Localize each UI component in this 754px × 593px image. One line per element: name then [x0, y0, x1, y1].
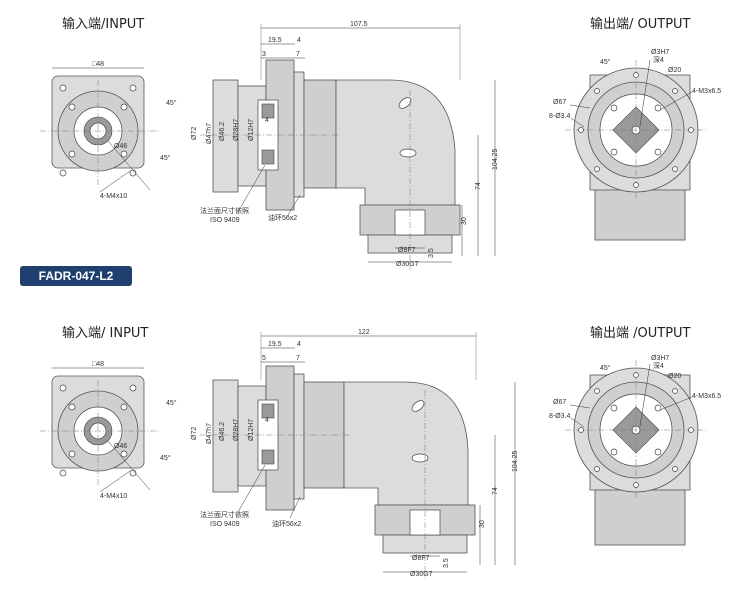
dim-out-d3-depth: 深4: [653, 55, 664, 64]
dim-dia72: Ø72: [191, 127, 198, 140]
dim-out-holes: 8-Ø3.4: [549, 413, 571, 420]
dim-dia47: Ø47h7: [206, 123, 213, 144]
drawing-panel-1: 输入端/INPUT 输出端/ OUTPUT □48 Ø46 45° 45° 4-…: [0, 0, 754, 290]
dim-19-5: 19.5: [268, 37, 282, 44]
dim-v4: 4: [265, 117, 269, 124]
input-end-view: □48 Ø46 45° 45° 4-M4x10: [40, 61, 177, 200]
dim-dia30: Ø30G7: [396, 261, 419, 268]
dim-dia46: Ø46.2: [219, 422, 226, 441]
dim-angle-1: 45°: [166, 399, 177, 407]
dim-3-5: 3.5: [443, 558, 450, 568]
dim-3-5: 3.5: [428, 248, 435, 258]
dim-pcd: Ø46: [114, 143, 127, 150]
dim-out-d67: Ø67: [553, 399, 566, 406]
output-view-title: 输出端/ OUTPUT: [590, 17, 691, 32]
dim-out-m3: 4-M3x6.5: [692, 88, 721, 95]
dim-out-d20: Ø20: [668, 373, 681, 380]
dim-104-25: 104.25: [512, 450, 519, 472]
dim-dia72: Ø72: [191, 427, 198, 440]
dim-dia8: Ø8F7: [412, 555, 430, 562]
input-view-title: 输入端/INPUT: [62, 17, 145, 32]
dim-out-d3: Ø3H7: [651, 49, 669, 56]
model-label: FADR-047-L2: [20, 266, 132, 286]
input-view-title: 输入端/ INPUT: [62, 326, 149, 341]
dim-4: 4: [297, 341, 301, 348]
dim-out-d3-depth: 深4: [653, 361, 664, 370]
note-iso: ISO 9409: [210, 521, 240, 528]
output-end-view: 45° Ø3H7 深4 Ø20 4-M3x6.5 Ø67 8-Ø3.4: [549, 49, 721, 241]
note-flange: 法兰面尺寸依照: [200, 206, 249, 215]
input-end-view: □48 Ø46 45° 45° 4-M4x10: [40, 361, 177, 500]
output-end-view: 45° Ø3H7 深4 Ø20 4-M3x6.5 Ø67 8-Ø3.4: [549, 355, 721, 546]
dim-angle-1: 45°: [166, 99, 177, 107]
dim-out-d3: Ø3H7: [651, 355, 669, 362]
note-oil-ring: 油环56x2: [268, 213, 297, 222]
note-oil-ring: 油环56x2: [272, 519, 301, 528]
dim-dia47: Ø47h7: [206, 423, 213, 444]
dim-out-holes: 8-Ø3.4: [549, 113, 571, 120]
panel-1-drawing: □48 Ø46 45° 45° 4-M4x10 107.5 19.5: [40, 21, 721, 270]
dim-5: 5: [262, 355, 266, 362]
dim-dia8: Ø8F7: [398, 247, 416, 254]
dim-out-d20: Ø20: [668, 67, 681, 74]
dim-square: □48: [92, 361, 104, 368]
dim-angle-2: 45°: [160, 454, 171, 462]
dim-dia46: Ø46.2: [219, 122, 226, 141]
side-view: 107.5 19.5 4 3 7: [191, 21, 499, 270]
dim-bolt: 4-M4x10: [100, 493, 127, 500]
dim-out-d67: Ø67: [553, 99, 566, 106]
dim-30: 30: [461, 217, 468, 225]
dim-4: 4: [297, 37, 301, 44]
note-flange: 法兰面尺寸依照: [200, 510, 249, 519]
side-view: 122 19.5 4 5 7 Ø72 Ø47h7 Ø46.2: [191, 329, 519, 578]
dim-74: 74: [492, 487, 499, 495]
dim-square: □48: [92, 61, 104, 68]
dim-dia30: Ø30G7: [410, 571, 433, 578]
dim-30: 30: [479, 520, 486, 528]
dim-104-25: 104.25: [492, 148, 499, 170]
dim-19-5: 19.5: [268, 341, 282, 348]
dim-out-angle: 45°: [600, 364, 611, 372]
dim-7: 7: [296, 355, 300, 362]
dim-out-m3: 4-M3x6.5: [692, 393, 721, 400]
dim-dia28: Ø28H7: [233, 119, 240, 141]
dim-length: 122: [358, 329, 370, 336]
dim-out-angle: 45°: [600, 58, 611, 66]
drawing-panel-2: 输入端/ INPUT 输出端 /OUTPUT □48 Ø46 45° 45° 4…: [0, 300, 754, 590]
dim-3: 3: [262, 51, 266, 58]
dim-dia28: Ø28H7: [233, 419, 240, 441]
panel-2-drawing: □48 Ø46 45° 45° 4-M4x10 122 19.5 4: [40, 329, 721, 578]
note-iso: ISO 9409: [210, 217, 240, 224]
dim-bolt: 4-M4x10: [100, 193, 127, 200]
dim-pcd: Ø46: [114, 443, 127, 450]
output-view-title: 输出端 /OUTPUT: [590, 326, 691, 341]
dim-v4: 4: [265, 417, 269, 424]
dim-angle-2: 45°: [160, 154, 171, 162]
dim-dia12: Ø12H7: [248, 119, 255, 141]
dim-74: 74: [475, 182, 482, 190]
dim-7: 7: [296, 51, 300, 58]
dim-length: 107.5: [350, 21, 368, 28]
dim-dia12: Ø12H7: [248, 419, 255, 441]
